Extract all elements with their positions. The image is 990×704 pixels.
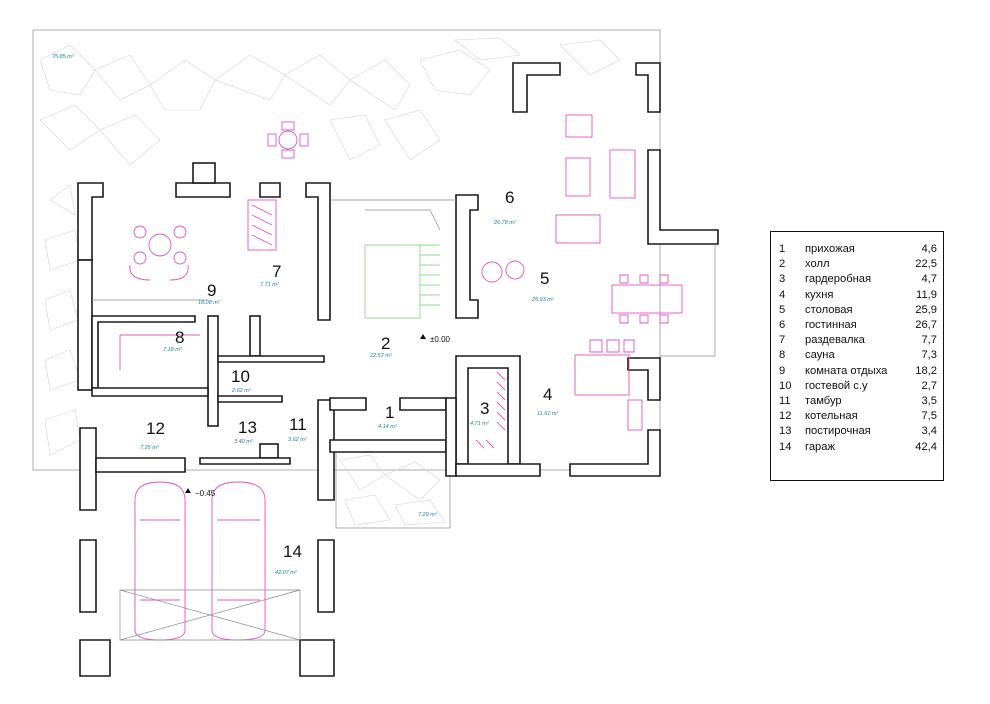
legend-row: 6 гостинная 26,7 [779,318,937,333]
room-8-area: 7.18 m² [163,347,182,353]
room-6-number: 6 [505,188,514,207]
terrace-area: 75.85 m² [52,54,74,60]
legend-room-area: 22,5 [915,258,937,271]
porch-paving: 7.29 m² [335,449,451,529]
legend-room-name: гараж [805,440,835,453]
legend-room-number: 13 [779,425,792,438]
legend-row: 7 раздевалка 7,7 [779,333,937,348]
room-12-number: 12 [146,419,165,438]
legend-room-name: постирочная [805,425,871,438]
legend-room-area: 3,4 [921,425,937,438]
legend-room-area: 42,4 [915,440,937,453]
legend-room-name: прихожая [805,243,855,255]
legend-room-number: 12 [779,410,792,423]
legend-room-area: 26,7 [915,319,937,332]
room-3-area: 4.71 m² [470,421,489,427]
legend-row: 13 постирочная 3,4 [779,424,937,439]
room-7-number: 7 [272,262,281,281]
room-9-number: 9 [207,281,216,300]
legend-row: 8 сауна 7,3 [779,348,937,363]
legend-room-number: 2 [779,258,786,271]
legend-room-number: 1 [779,243,786,255]
terrace-table [267,121,309,159]
legend-room-name: гостевой с.у [805,379,868,392]
legend-row: 5 столовая 25,9 [779,303,937,318]
legend-room-name: гардеробная [805,273,872,286]
legend-room-number: 7 [779,334,786,347]
room-4-number: 4 [543,385,552,404]
legend-row: 3 гардеробная 4,7 [779,272,937,287]
legend-room-area: 4,6 [921,243,937,255]
legend-row: 1 прихожая 4,6 [779,242,937,257]
legend-room-area: 7,5 [921,410,937,423]
legend-room-name: котельная [805,410,858,423]
room-9-area: 18.08 m² [198,300,220,306]
legend-room-name: раздевалка [805,334,865,347]
legend-row: 14 гараж 42,4 [779,440,937,455]
legend-room-name: гостинная [805,319,857,332]
legend-room-area: 4,7 [921,273,937,286]
room-legend-table: 1 прихожая 4,6 2 холл 22,5 3 гардеробная 4,7 4 кух… [770,231,944,481]
room-10-area: 2.62 m² [231,388,251,394]
room-13-number: 13 [238,418,257,437]
stairs [364,209,441,319]
legend-row: 12 котельная 7,5 [779,409,937,424]
legend-room-number: 4 [779,288,786,301]
living-furniture [119,114,683,449]
room-12-area: 7.25 m² [140,445,159,451]
room-1-area: 4.14 m² [378,424,397,430]
walls [77,62,719,677]
legend-room-area: 18,2 [915,364,937,377]
legend-room-name: тамбур [805,395,842,408]
room-areas: 4.14 m² 22.57 m² 4.71 m² 11.61 m² 25.93 … [140,220,558,576]
room-13-area: 3.40 m² [234,439,253,445]
legend-room-name: кухня [805,288,834,301]
legend-room-number: 5 [779,303,786,316]
legend-room-name: сауна [805,349,835,362]
room-10-number: 10 [231,367,250,386]
room-3-number: 3 [480,399,489,418]
main-level-mark: ±0.00 [430,335,451,344]
room-11-number: 11 [289,415,307,434]
legend-room-area: 25,9 [915,303,937,316]
room-11-area: 3.62 m² [288,437,307,443]
legend-room-number: 6 [779,319,786,332]
legend-room-area: 2,7 [921,379,937,392]
legend-room-number: 10 [779,379,792,392]
legend-row: 11 тамбур 3,5 [779,394,937,409]
room-5-area: 25.93 m² [531,297,554,303]
room-labels: 1 2 3 4 5 6 7 8 9 10 11 12 13 14 [146,188,552,561]
room-2-number: 2 [381,334,390,353]
legend-room-number: 8 [779,349,786,362]
legend-room-number: 9 [779,364,786,377]
room-1-number: 1 [385,403,394,422]
room-2-area: 22.57 m² [369,353,392,359]
legend-room-area: 7,7 [921,334,937,347]
room-6-area: 26.78 m² [493,220,516,226]
legend-row: 2 холл 22,5 [779,257,937,272]
room-14-area: 42.07 m² [275,570,297,576]
legend-room-name: холл [805,258,830,271]
legend-room-number: 11 [779,395,791,408]
room-8-number: 8 [175,328,184,347]
legend-room-area: 11,9 [916,288,937,301]
legend-room-name: комната отдыха [805,364,888,377]
room-14-number: 14 [283,542,302,561]
legend-row: 10 гостевой с.у 2,7 [779,379,937,394]
legend-room-number: 3 [779,273,786,286]
garage-cars [119,481,301,641]
porch-area: 7.29 m² [418,512,437,518]
garage-level-mark: −0.45 [195,489,216,498]
legend-room-area: 3,5 [921,395,937,408]
room-4-area: 11.61 m² [537,411,558,417]
legend-row: 4 кухня 11,9 [779,288,937,303]
legend-room-name: столовая [805,303,853,316]
room-5-number: 5 [540,269,549,288]
room-7-area: 7.71 m² [260,282,279,288]
legend-row: 9 комната отдыха 18,2 [779,364,937,379]
level-marks: ±0.00 −0.45 [185,334,451,498]
legend-room-number: 14 [779,440,792,453]
legend-room-area: 7,3 [921,349,937,362]
